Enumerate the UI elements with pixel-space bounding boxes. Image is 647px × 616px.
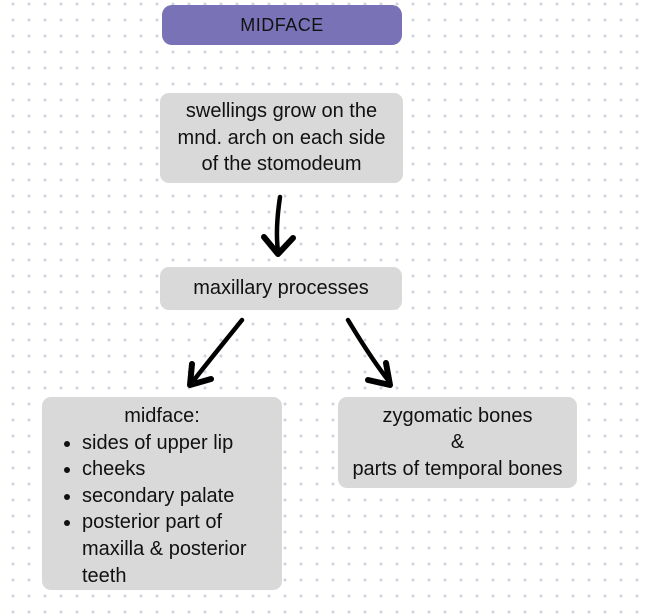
down-arrow-icon <box>261 194 296 257</box>
node-midface-title: MIDFACE <box>162 5 402 45</box>
list-item: secondary palate <box>82 483 268 510</box>
list-item: cheeks <box>82 456 268 483</box>
node-zygomatic-line: parts of temporal bones <box>352 457 563 480</box>
list-item: sides of upper lip <box>82 430 268 457</box>
node-swellings-text: swellings grow on the mnd. arch on each … <box>177 100 386 176</box>
list-item: posterior part of maxilla & posterior te… <box>82 509 268 589</box>
node-maxillary-processes: maxillary processes <box>160 267 402 310</box>
node-zygomatic-bones: zygomatic bones & parts of temporal bone… <box>338 397 577 488</box>
left-branch-arrow-icon <box>187 317 245 388</box>
title-label: MIDFACE <box>240 14 324 35</box>
midface-bullet-list: sides of upper lip cheeks secondary pala… <box>56 430 268 590</box>
node-maxillary-text: maxillary processes <box>193 277 369 300</box>
right-branch-arrow-icon <box>345 317 393 388</box>
node-zygomatic-line: & <box>450 431 465 454</box>
node-midface-derivatives: midface: sides of upper lip cheeks secon… <box>42 397 282 590</box>
node-swellings: swellings grow on the mnd. arch on each … <box>160 93 403 183</box>
node-midface-heading: midface: <box>124 405 200 427</box>
node-zygomatic-line: zygomatic bones <box>382 404 533 427</box>
